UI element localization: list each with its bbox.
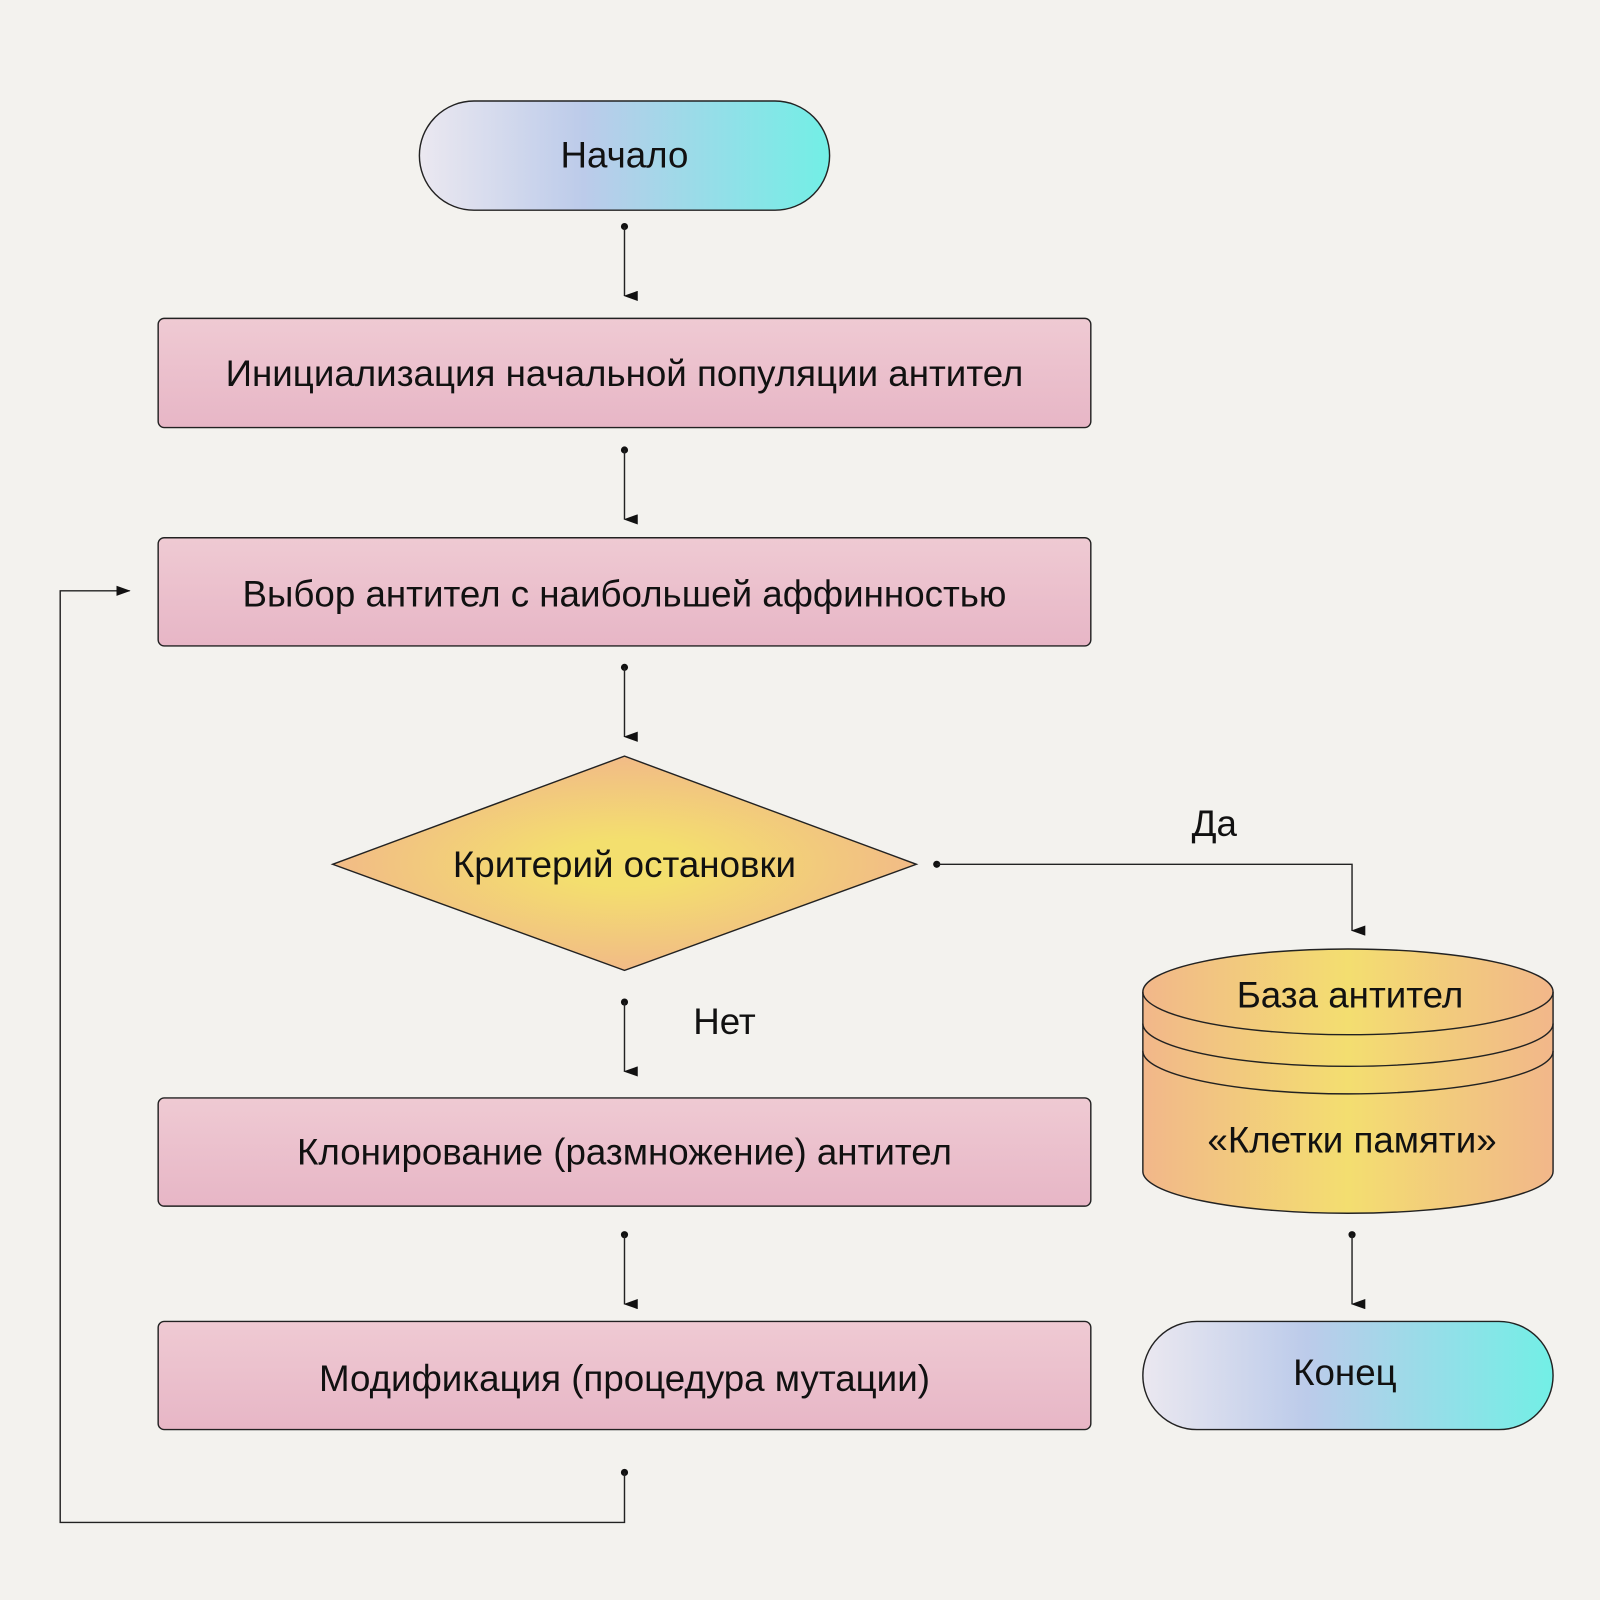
select-label: Выбор антител с наибольшей аффинностью [243,573,1007,614]
end-label: Конец [1293,1352,1397,1393]
clone-process: Клонирование (размножение) антител [157,1097,1092,1207]
start-terminator: Начало [418,100,831,211]
clone-label: Клонирование (размножение) антител [297,1132,952,1173]
yes-label: Да [1192,803,1238,844]
database-cylinder: База антител «Клетки памяти» [1142,948,1554,1214]
arrow-loop-back-to-select [59,585,629,1524]
mutate-label: Модификация (процедура мутации) [319,1358,930,1399]
arrow-yes-to-db [933,860,1366,936]
arrow-clone-to-mutate [620,1231,638,1310]
arrow-init-to-select [620,446,638,525]
arrow-db-to-end [1348,1231,1366,1310]
end-terminator: Конец [1142,1320,1554,1431]
select-process: Выбор антител с наибольшей аффинностью [157,537,1092,647]
start-label: Начало [561,135,689,176]
arrow-no-to-clone [620,998,638,1077]
decision-label: Критерий остановки [453,844,796,885]
arrow-start-to-init [620,222,638,302]
arrow-select-to-decision [620,663,638,742]
db-label-bottom: «Клетки памяти» [1207,1119,1496,1160]
mutate-process: Модификация (процедура мутации) [157,1320,1092,1431]
decision-diamond: Критерий остановки [330,755,919,972]
init-label: Инициализация начальной популяции антите… [226,353,1024,394]
no-label: Нет [693,1001,756,1042]
db-label-top: База антител [1237,974,1464,1015]
init-process: Инициализация начальной популяции антите… [157,317,1092,429]
